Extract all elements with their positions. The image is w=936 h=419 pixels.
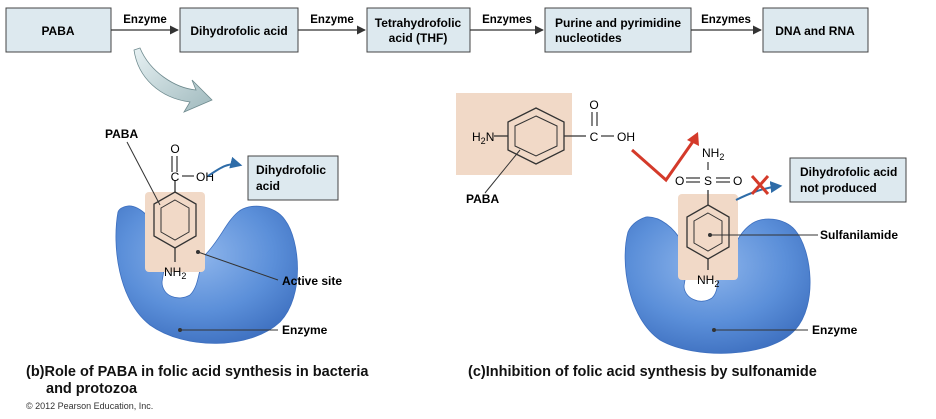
sulfanilamide-nh2: NH2	[697, 273, 719, 289]
enzyme-b-label: Enzyme	[282, 323, 328, 337]
pathway-box-dna-rna	[762, 7, 869, 53]
pathway-box-dihydrofolic-label: Dihydrofolic acid	[190, 24, 287, 38]
pathway: PABA Dihydrofolic acid Tetrahydrofolic a…	[5, 7, 869, 53]
sulfanilamide-dot	[708, 233, 712, 237]
pathway-box-paba	[5, 7, 112, 53]
enzyme-b-dot	[178, 328, 182, 332]
product-arrow-b	[207, 156, 243, 177]
enzyme-c-label: Enzyme	[812, 323, 858, 337]
panel-b: O C OH NH2 PABA Dihydrofolic acid Active…	[26, 127, 369, 397]
oxygen-left: O	[675, 174, 684, 188]
paba-c-o: O	[589, 98, 598, 112]
paba-c-highlight	[456, 93, 572, 175]
caption-b-line1: (b)Role of PABA in folic acid synthesis …	[26, 364, 369, 380]
copyright: © 2012 Pearson Education, Inc.	[26, 401, 153, 411]
product-box-b-line2: acid	[256, 179, 280, 193]
pathway-arrow-4-label: Enzymes	[701, 14, 751, 26]
paba-b-label: PABA	[105, 127, 138, 141]
pathway-box-nucleotides	[544, 7, 692, 53]
pathway-arrow-3-label: Enzymes	[482, 14, 532, 26]
paba-b-c: C	[171, 170, 180, 184]
caption-b-line2: and protozoa	[46, 381, 138, 397]
oxygen-right: O	[733, 174, 742, 188]
paba-c-c: C	[590, 130, 599, 144]
caption-c: (c)Inhibition of folic acid synthesis by…	[468, 364, 817, 380]
paba-c-oh: OH	[617, 130, 635, 144]
pathway-box-dihydrofolic	[179, 7, 299, 53]
deflected-arrow	[631, 139, 696, 183]
result-box-c	[789, 157, 907, 203]
paba-c-leader	[484, 149, 521, 194]
active-site-leader	[197, 251, 279, 281]
paba-c-h2n: H2N	[472, 130, 494, 146]
sulfonyl-nh2: NH2	[702, 146, 724, 162]
pathway-box-thf	[366, 7, 471, 53]
pathway-box-nucleotides-line1: Purine and pyrimidine	[555, 16, 681, 30]
enzyme-b-shape	[115, 205, 298, 344]
active-site-dot	[196, 250, 200, 254]
sulfanilamide-label: Sulfanilamide	[820, 228, 898, 242]
enzyme-c-dot	[712, 328, 716, 332]
paba-b-nh: NH2	[164, 265, 186, 281]
paba-c-ring	[507, 107, 565, 165]
paba-b-highlight	[145, 192, 205, 272]
result-box-c-line1: Dihydrofolic acid	[800, 165, 897, 179]
paba-b-oh: OH	[196, 170, 214, 184]
product-box-b-line1: Dihydrofolic	[256, 163, 326, 177]
product-box-b	[247, 155, 339, 201]
zoom-arrow-icon	[133, 47, 213, 113]
pathway-box-paba-label: PABA	[41, 24, 74, 38]
paba-b-ring-inner	[160, 199, 190, 241]
blocked-x-icon	[750, 175, 770, 195]
pathway-box-nucleotides-line2: nucleotides	[555, 31, 622, 45]
sulfanilamide-highlight	[678, 194, 738, 280]
active-site-label: Active site	[282, 274, 342, 288]
pathway-box-dna-rna-label: DNA and RNA	[775, 24, 855, 38]
pathway-box-thf-line1: Tetrahydrofolic	[375, 16, 462, 30]
deflected-arrow-head	[687, 132, 699, 146]
paba-b-o: O	[170, 142, 179, 156]
pathway-arrow-2-label: Enzyme	[310, 14, 353, 26]
result-box-c-line2: not produced	[800, 181, 877, 195]
pathway-arrow-1-label: Enzyme	[123, 14, 166, 26]
panel-c: H2N O C OH PABA NH2 S O O NH2 Dihydrofol…	[456, 93, 907, 380]
paba-b-leader	[126, 141, 161, 206]
paba-c-label: PABA	[466, 192, 499, 206]
pathway-box-thf-line2: acid (THF)	[389, 31, 448, 45]
sulfur-atom: S	[704, 174, 712, 188]
sulfanilamide-ring-inner	[693, 212, 723, 252]
paba-c-ring-inner	[514, 115, 558, 157]
